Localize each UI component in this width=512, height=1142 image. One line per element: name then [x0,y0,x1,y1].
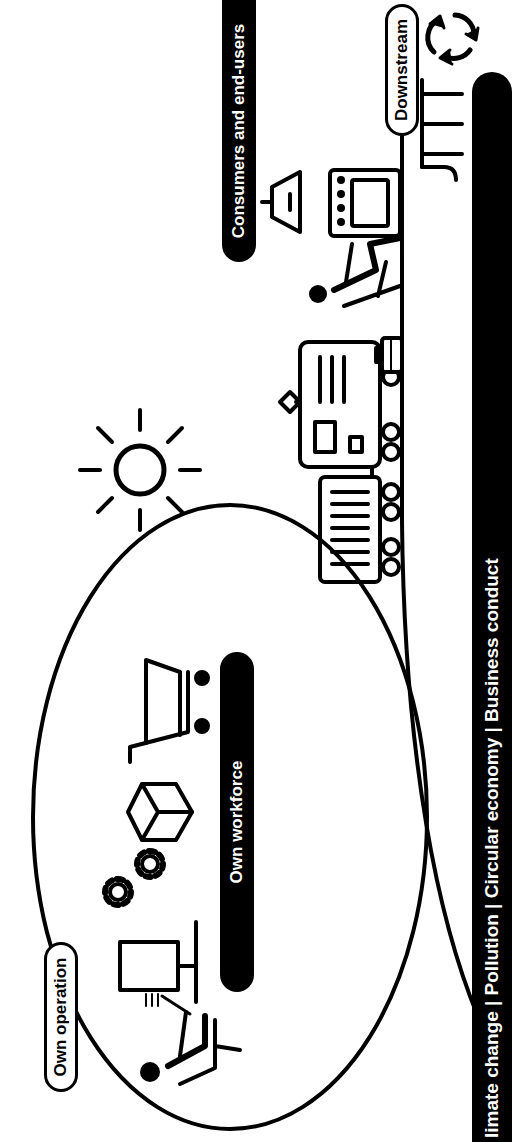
own-operation-region: Own operation Own workforce [30,502,430,1132]
range-hood-icon [262,172,300,232]
topics-band: limate change | Pollution | Circular eco… [472,72,512,1142]
band-text: limate change | Pollution | Circular eco… [481,558,503,1142]
train-icon [280,342,399,582]
label-text: Downstream [392,19,412,121]
region-heading-pill: Own operation [44,942,78,1092]
consumer-figure [309,238,400,306]
sun-icon [80,410,200,530]
cart-icon [130,660,208,762]
ellipse-outline [33,505,427,1129]
suitcase-icon [376,338,402,372]
downstream-label: Downstream [385,4,419,136]
recycle-icon [428,15,478,64]
consumers-label: Consumers and end-users [222,0,256,262]
rack-icon [422,80,462,180]
workforce-label: Own workforce [220,652,254,992]
gears-icon [105,851,163,905]
box-icon [128,784,192,840]
label-text: Consumers and end-users [229,24,249,238]
label-text: Own workforce [227,761,247,884]
region-heading: Own operation [51,958,71,1077]
oven-icon [330,170,400,236]
